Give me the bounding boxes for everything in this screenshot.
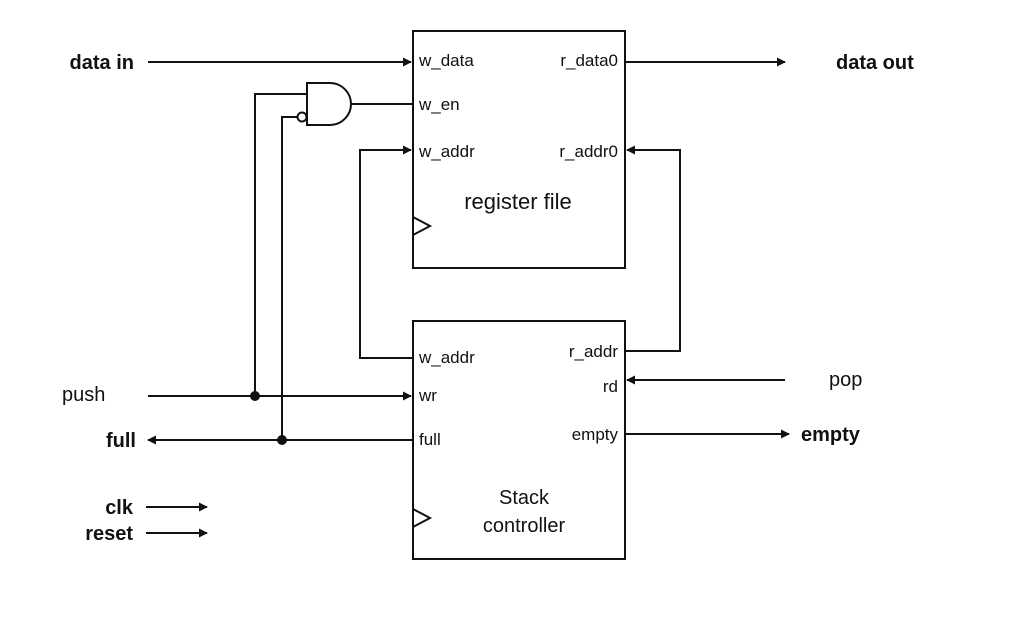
stack-controller-box xyxy=(412,320,626,560)
stack-controller-title-line1: Stack xyxy=(499,487,550,509)
wire-r-addr xyxy=(625,145,681,352)
register-file-title: register file xyxy=(464,189,572,214)
label-data-in: data in xyxy=(70,52,134,74)
port-w-en: w_en xyxy=(418,95,460,114)
stack-controller-clock-icon xyxy=(412,507,433,529)
label-empty: empty xyxy=(801,424,861,446)
port-sc-w-addr: w_addr xyxy=(418,348,475,367)
label-reset: reset xyxy=(85,523,133,545)
register-file-clock-icon xyxy=(412,215,433,237)
inverter-bubble-icon xyxy=(296,111,308,123)
port-r-addr0: r_addr0 xyxy=(559,142,618,161)
port-sc-r-addr: r_addr xyxy=(569,342,618,361)
register-file-block: register file w_data w_en w_addr r_data0… xyxy=(412,30,626,269)
label-data-out: data out xyxy=(836,52,914,74)
port-w-data: w_data xyxy=(418,51,474,70)
port-sc-wr: wr xyxy=(418,386,437,405)
port-r-data0: r_data0 xyxy=(560,51,618,70)
wires xyxy=(146,57,790,538)
stack-controller-block: Stack controller w_addr wr full r_addr r… xyxy=(412,320,626,560)
port-sc-full: full xyxy=(419,430,441,449)
label-clk: clk xyxy=(105,497,134,519)
port-sc-empty: empty xyxy=(572,425,619,444)
wire-full-to-gate xyxy=(281,116,297,440)
port-w-addr: w_addr xyxy=(418,142,475,161)
label-push: push xyxy=(62,384,105,406)
external-labels: data in data out push full pop empty clk… xyxy=(62,52,914,545)
and-gate-icon xyxy=(296,82,352,126)
stack-controller-title-line2: controller xyxy=(483,515,566,537)
junction-full xyxy=(277,435,287,445)
wire-push-to-gate xyxy=(254,93,307,396)
label-full: full xyxy=(106,430,136,452)
port-sc-rd: rd xyxy=(603,377,618,396)
wire-w-addr xyxy=(359,145,413,359)
junction-push xyxy=(250,391,260,401)
register-file-box xyxy=(412,30,626,269)
label-pop: pop xyxy=(829,369,862,391)
